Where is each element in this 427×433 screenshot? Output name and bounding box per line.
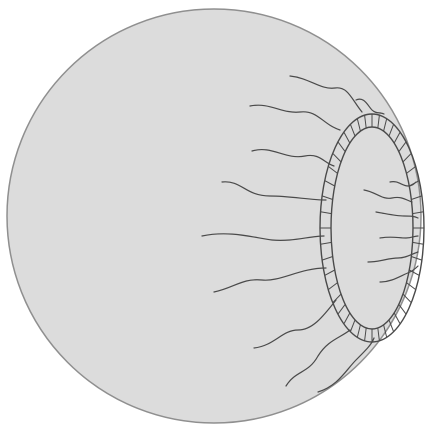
ring-segment-tick [399, 304, 406, 314]
sphere-outline [7, 9, 421, 423]
ring-segment-tick [394, 313, 400, 324]
